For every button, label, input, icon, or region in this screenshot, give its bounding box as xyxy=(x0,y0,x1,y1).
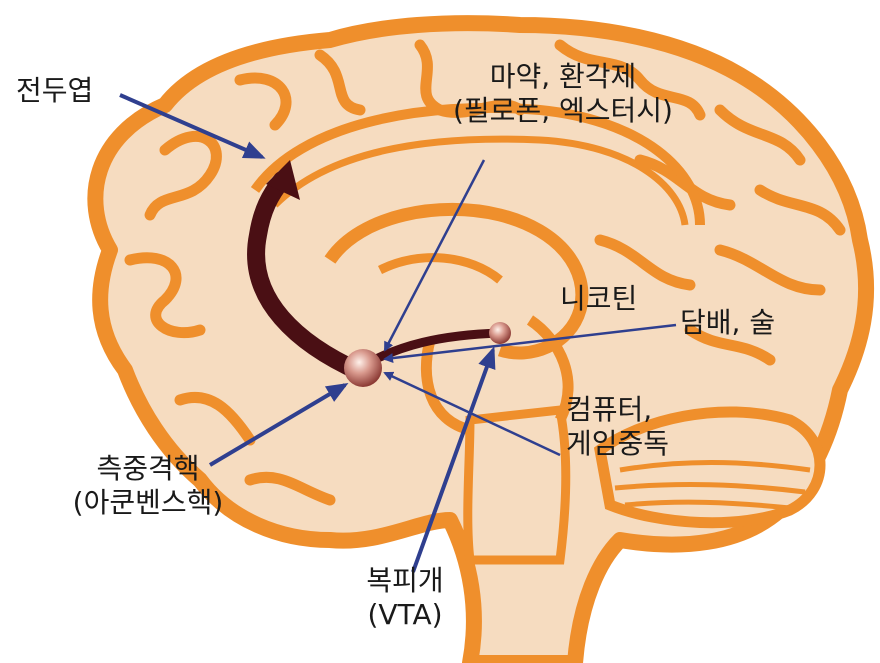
nacc-label-line2: (아쿤벤스핵) xyxy=(48,486,248,520)
computer-label-line2: 게임중독 xyxy=(566,427,669,461)
computer-game-label: 컴퓨터, 게임중독 xyxy=(566,393,669,461)
nucleus-accumbens-label: 측중격핵 (아쿤벤스핵) xyxy=(48,452,248,520)
nicotine-label: 니코틴 xyxy=(560,282,637,316)
tobacco-alcohol-label: 담배, 술 xyxy=(680,306,775,340)
nacc-label-line1: 측중격핵 xyxy=(48,452,248,486)
computer-label-line1: 컴퓨터, xyxy=(566,393,669,427)
nucleus-accumbens-dot xyxy=(344,349,382,387)
drugs-label-line2: (필로폰, 엑스터시) xyxy=(428,94,698,128)
vta-label-line2: (VTA) xyxy=(330,598,480,632)
drugs-label: 마약, 환각제 (필로폰, 엑스터시) xyxy=(428,60,698,128)
vta-label: 복피개 (VTA) xyxy=(330,564,480,632)
vta-dot xyxy=(489,322,511,344)
vta-label-line1: 복피개 xyxy=(330,564,480,598)
frontal-lobe-label: 전두엽 xyxy=(16,74,93,108)
drugs-label-line1: 마약, 환각제 xyxy=(428,60,698,94)
